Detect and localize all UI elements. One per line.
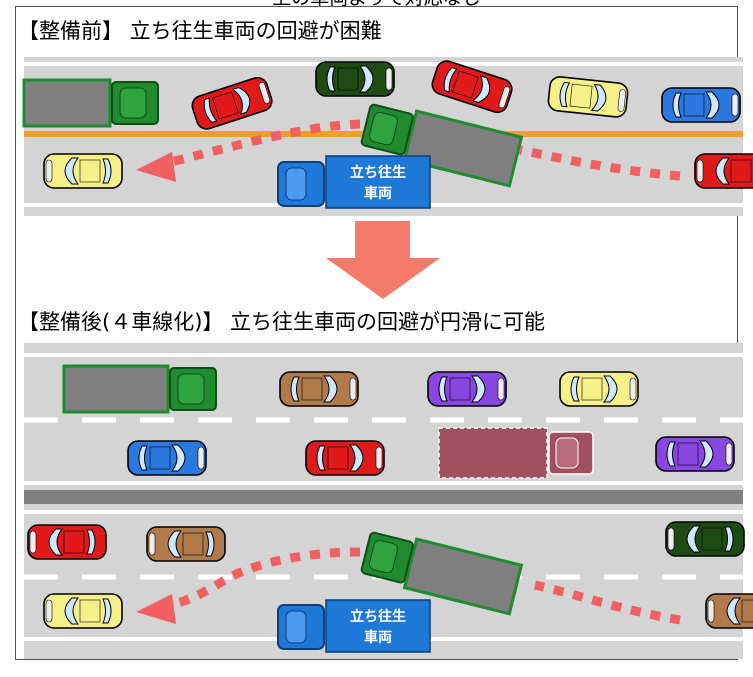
after-ghost-truck — [438, 427, 594, 479]
before-truck-left — [22, 78, 159, 128]
after-car-yellow-1 — [559, 371, 639, 407]
down-arrow-icon — [326, 221, 440, 299]
diagram-frame — [15, 6, 738, 660]
after-median — [24, 490, 743, 504]
before-car-darkgreen — [315, 61, 395, 97]
after-car-darkgreen — [665, 521, 745, 557]
after-edge-mid-bottom — [24, 510, 743, 514]
after-car-purple-2 — [655, 436, 735, 472]
after-car-red-2 — [27, 524, 107, 560]
after-car-brown-edge — [705, 593, 753, 629]
after-car-brown-1 — [279, 371, 359, 407]
after-detour-arrow — [136, 547, 681, 625]
after-heading: 【整備後(４車線化)】 立ち往生車両の回避が円滑に可能 — [18, 310, 546, 334]
top-caption: 上の車両よりて対応なし — [0, 0, 753, 10]
after-car-blue-1 — [127, 440, 207, 476]
before-car-blue — [661, 87, 741, 123]
after-detour-truck — [360, 531, 524, 616]
before-stuck-label-1: 立ち往生 — [350, 164, 406, 181]
after-truck-left — [62, 364, 217, 414]
after-car-yellow-2 — [43, 593, 123, 629]
before-stuck-label-2: 車両 — [364, 185, 392, 202]
before-stuck-truck: 立ち往生 車両 — [277, 155, 431, 209]
after-edge-top — [24, 353, 743, 357]
before-car-yellow-left — [43, 153, 123, 189]
before-detour-arrow — [136, 119, 681, 182]
after-stuck-label-1: 立ち往生 — [350, 608, 406, 625]
after-edge-mid-top — [24, 481, 743, 485]
before-heading: 【整備前】 立ち往生車両の回避が困難 — [18, 19, 382, 43]
after-car-purple-1 — [427, 371, 507, 407]
after-stuck-truck: 立ち往生 車両 — [277, 599, 431, 653]
before-detour-truck — [360, 103, 524, 188]
before-car-yellow-right — [546, 75, 630, 119]
after-car-red-1 — [305, 440, 385, 476]
after-car-brown-2 — [146, 526, 226, 562]
before-car-red-edge — [694, 153, 753, 189]
after-stuck-label-2: 車両 — [364, 629, 392, 646]
